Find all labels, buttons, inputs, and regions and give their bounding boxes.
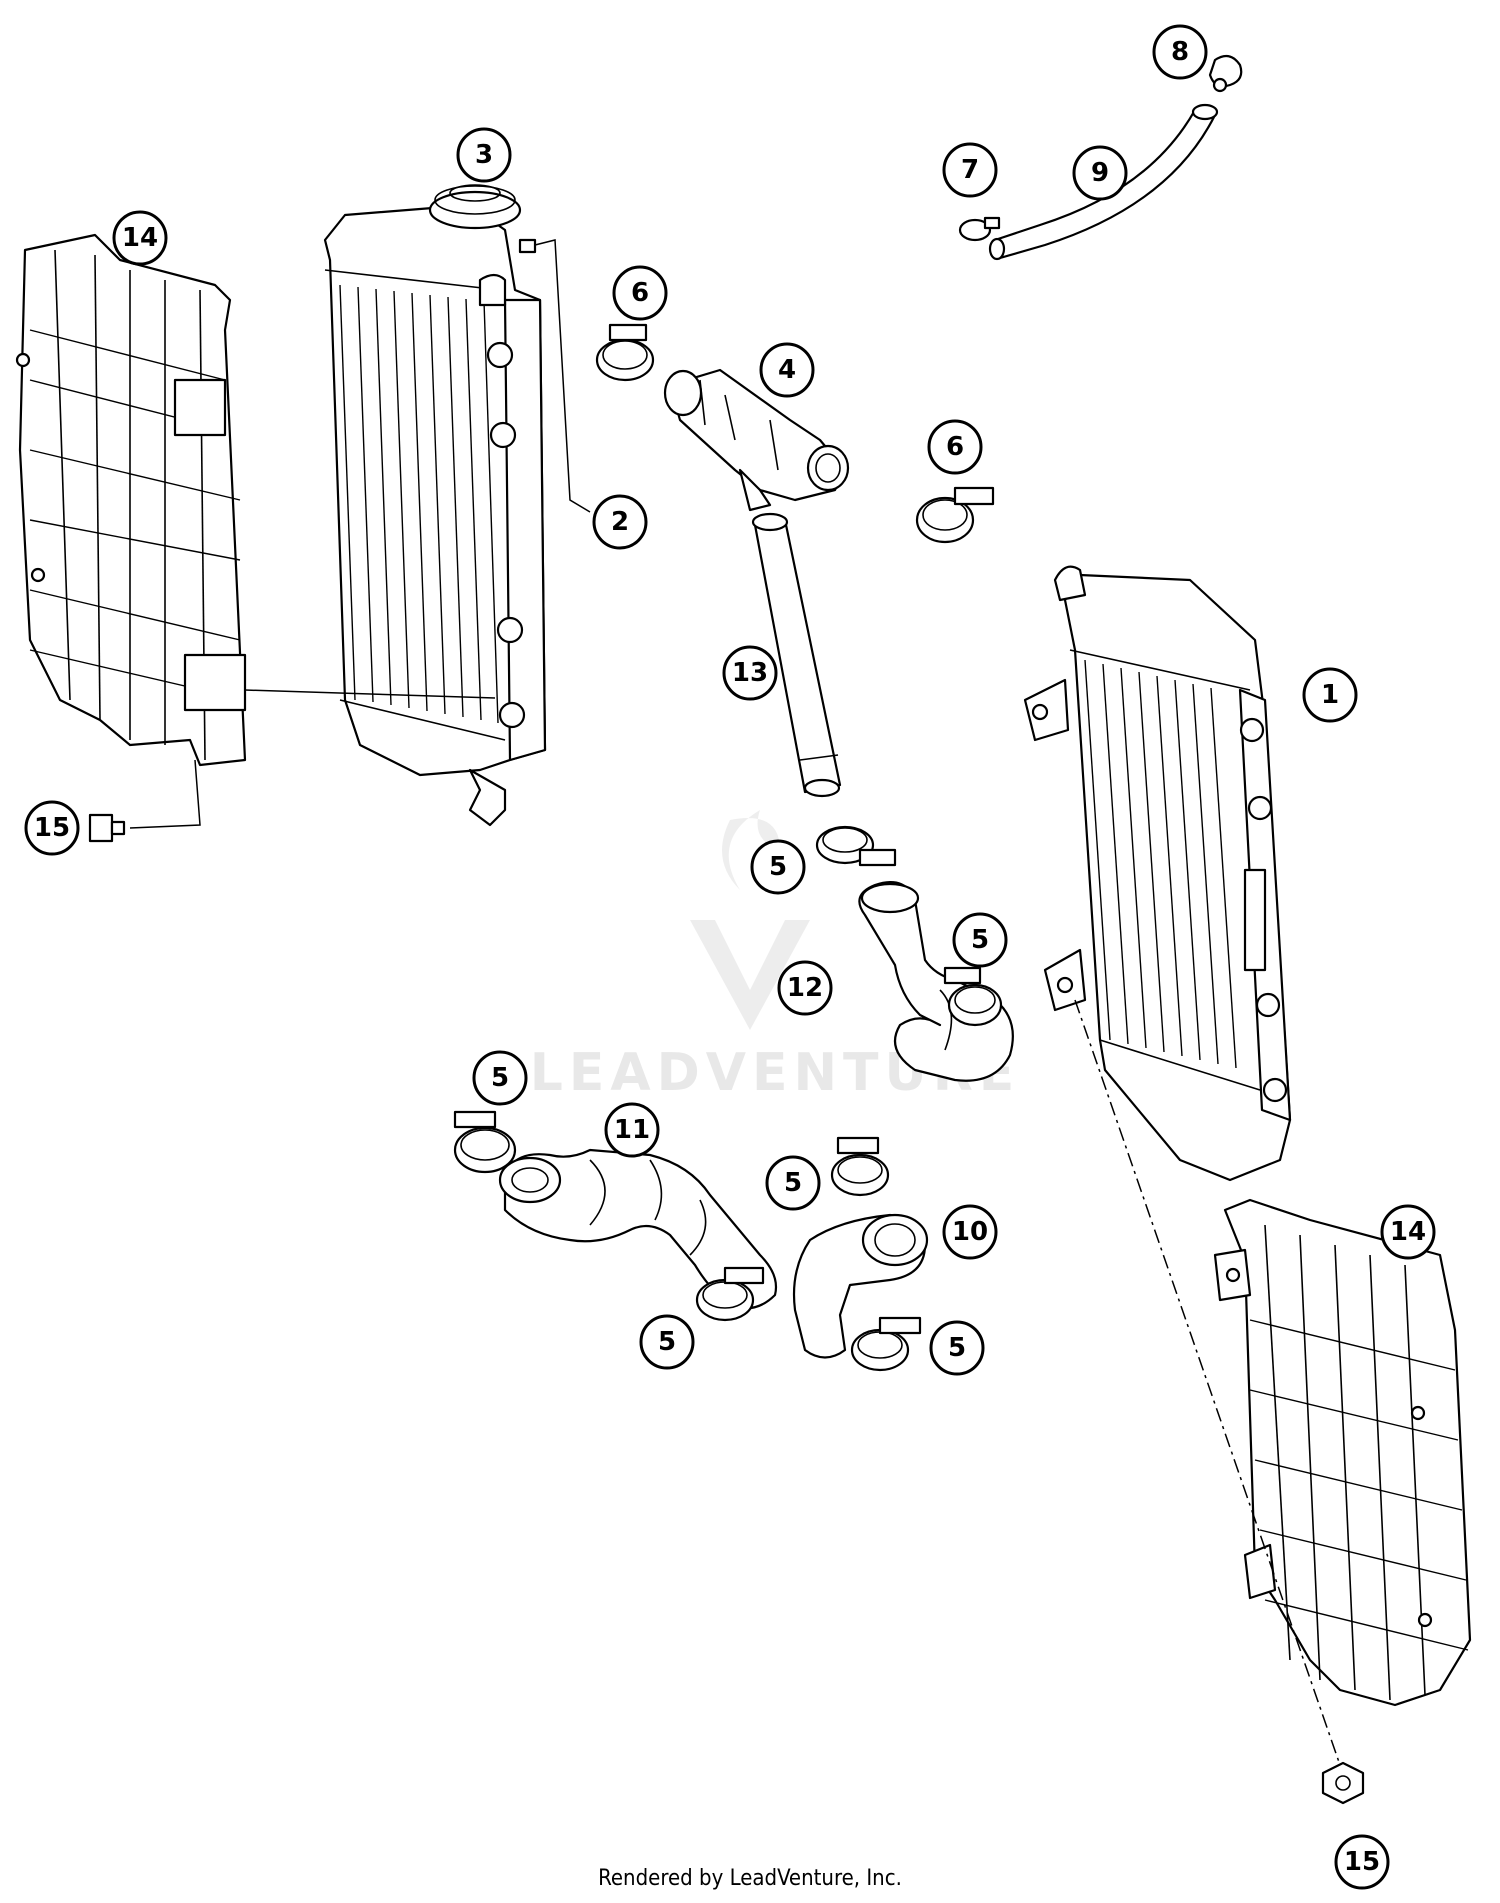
svg-text:14: 14 — [1390, 1217, 1426, 1247]
svg-text:14: 14 — [122, 223, 158, 253]
bolt-left — [88, 813, 126, 843]
callout-1: 1 — [1302, 667, 1358, 723]
right-radiator-core — [1084, 659, 1237, 1069]
callout-14-left: 14 — [112, 210, 168, 266]
bolt-right — [1321, 1761, 1365, 1805]
callout-5-hose11-top-clamp: 5 — [472, 1050, 528, 1106]
svg-text:8: 8 — [1171, 37, 1189, 67]
callout-6-lower: 6 — [927, 419, 983, 475]
callout-5-hose11-bottom-clamp: 5 — [639, 1314, 695, 1370]
callout-6-upper: 6 — [612, 265, 668, 321]
callouts: 1 2 3 4 5 5 5 5 5 5 6 6 7 8 9 10 — [24, 24, 1436, 1890]
hose-11 — [498, 1148, 778, 1310]
svg-text:12: 12 — [787, 973, 823, 1003]
callout-13: 13 — [722, 645, 778, 701]
svg-text:15: 15 — [34, 813, 70, 843]
svg-text:5: 5 — [971, 925, 989, 955]
hose-10 — [792, 1213, 929, 1359]
hose-clamp-5-hose10-bottom — [850, 1316, 922, 1372]
render-credit: Rendered by LeadVenture, Inc. — [598, 1866, 902, 1891]
hose-clamp-5-hose11-top — [453, 1110, 517, 1174]
hose-clamp-5-hose12 — [943, 966, 1003, 1027]
hose-clamp-5-pipe — [815, 825, 897, 867]
svg-text:5: 5 — [491, 1063, 509, 1093]
callout-15-left: 15 — [24, 800, 80, 856]
svg-text:11: 11 — [614, 1115, 650, 1145]
callout-9: 9 — [1072, 145, 1128, 201]
hose-12 — [858, 881, 1014, 1082]
svg-text:4: 4 — [778, 355, 796, 385]
callout-3: 3 — [456, 127, 512, 183]
right-radiator-shroud — [1213, 1198, 1472, 1707]
callout-8: 8 — [1152, 24, 1208, 80]
hose-clamp-5-hose11-bottom — [695, 1266, 765, 1322]
svg-text:13: 13 — [732, 658, 768, 688]
left-radiator-core — [339, 284, 499, 724]
svg-text:1: 1 — [1321, 680, 1339, 710]
callout-7: 7 — [942, 142, 998, 198]
callout-4: 4 — [759, 342, 815, 398]
callout-5-hose10-top-clamp: 5 — [765, 1155, 821, 1211]
callout-14-right: 14 — [1380, 1204, 1436, 1260]
svg-text:9: 9 — [1091, 158, 1109, 188]
callout-12: 12 — [777, 960, 833, 1016]
callout-2: 2 — [592, 494, 648, 550]
svg-text:2: 2 — [611, 507, 629, 537]
svg-text:15: 15 — [1344, 1847, 1380, 1877]
spring-clip — [1208, 54, 1243, 93]
svg-text:6: 6 — [631, 278, 649, 308]
hose-clamp-6-upper — [595, 323, 655, 382]
radiator-cap — [428, 184, 537, 254]
svg-text:7: 7 — [961, 155, 979, 185]
callout-5-hose10-bottom-clamp: 5 — [929, 1320, 985, 1376]
callout-11: 11 — [604, 1102, 660, 1158]
svg-text:5: 5 — [784, 1168, 802, 1198]
svg-text:3: 3 — [475, 140, 493, 170]
svg-text:5: 5 — [658, 1327, 676, 1357]
svg-text:10: 10 — [952, 1217, 988, 1247]
svg-text:6: 6 — [946, 432, 964, 462]
left-radiator — [323, 203, 547, 827]
callout-15-right: 15 — [1334, 1834, 1390, 1890]
leader-lines — [129, 239, 1341, 1766]
svg-text:5: 5 — [948, 1333, 966, 1363]
callout-10: 10 — [942, 1204, 998, 1260]
right-radiator — [1023, 565, 1292, 1182]
left-radiator-shroud — [15, 233, 247, 767]
coolant-pipe — [751, 512, 842, 798]
callout-5-hose12-clamp: 5 — [952, 912, 1008, 968]
hose-t-fitting — [663, 368, 850, 512]
hose-clamp-5-hose10-top — [830, 1136, 890, 1197]
callout-5-pipe-clamp: 5 — [750, 839, 806, 895]
small-hose-clamp — [958, 216, 1001, 242]
svg-text:5: 5 — [769, 852, 787, 882]
hose-clamp-6-lower — [915, 486, 995, 544]
